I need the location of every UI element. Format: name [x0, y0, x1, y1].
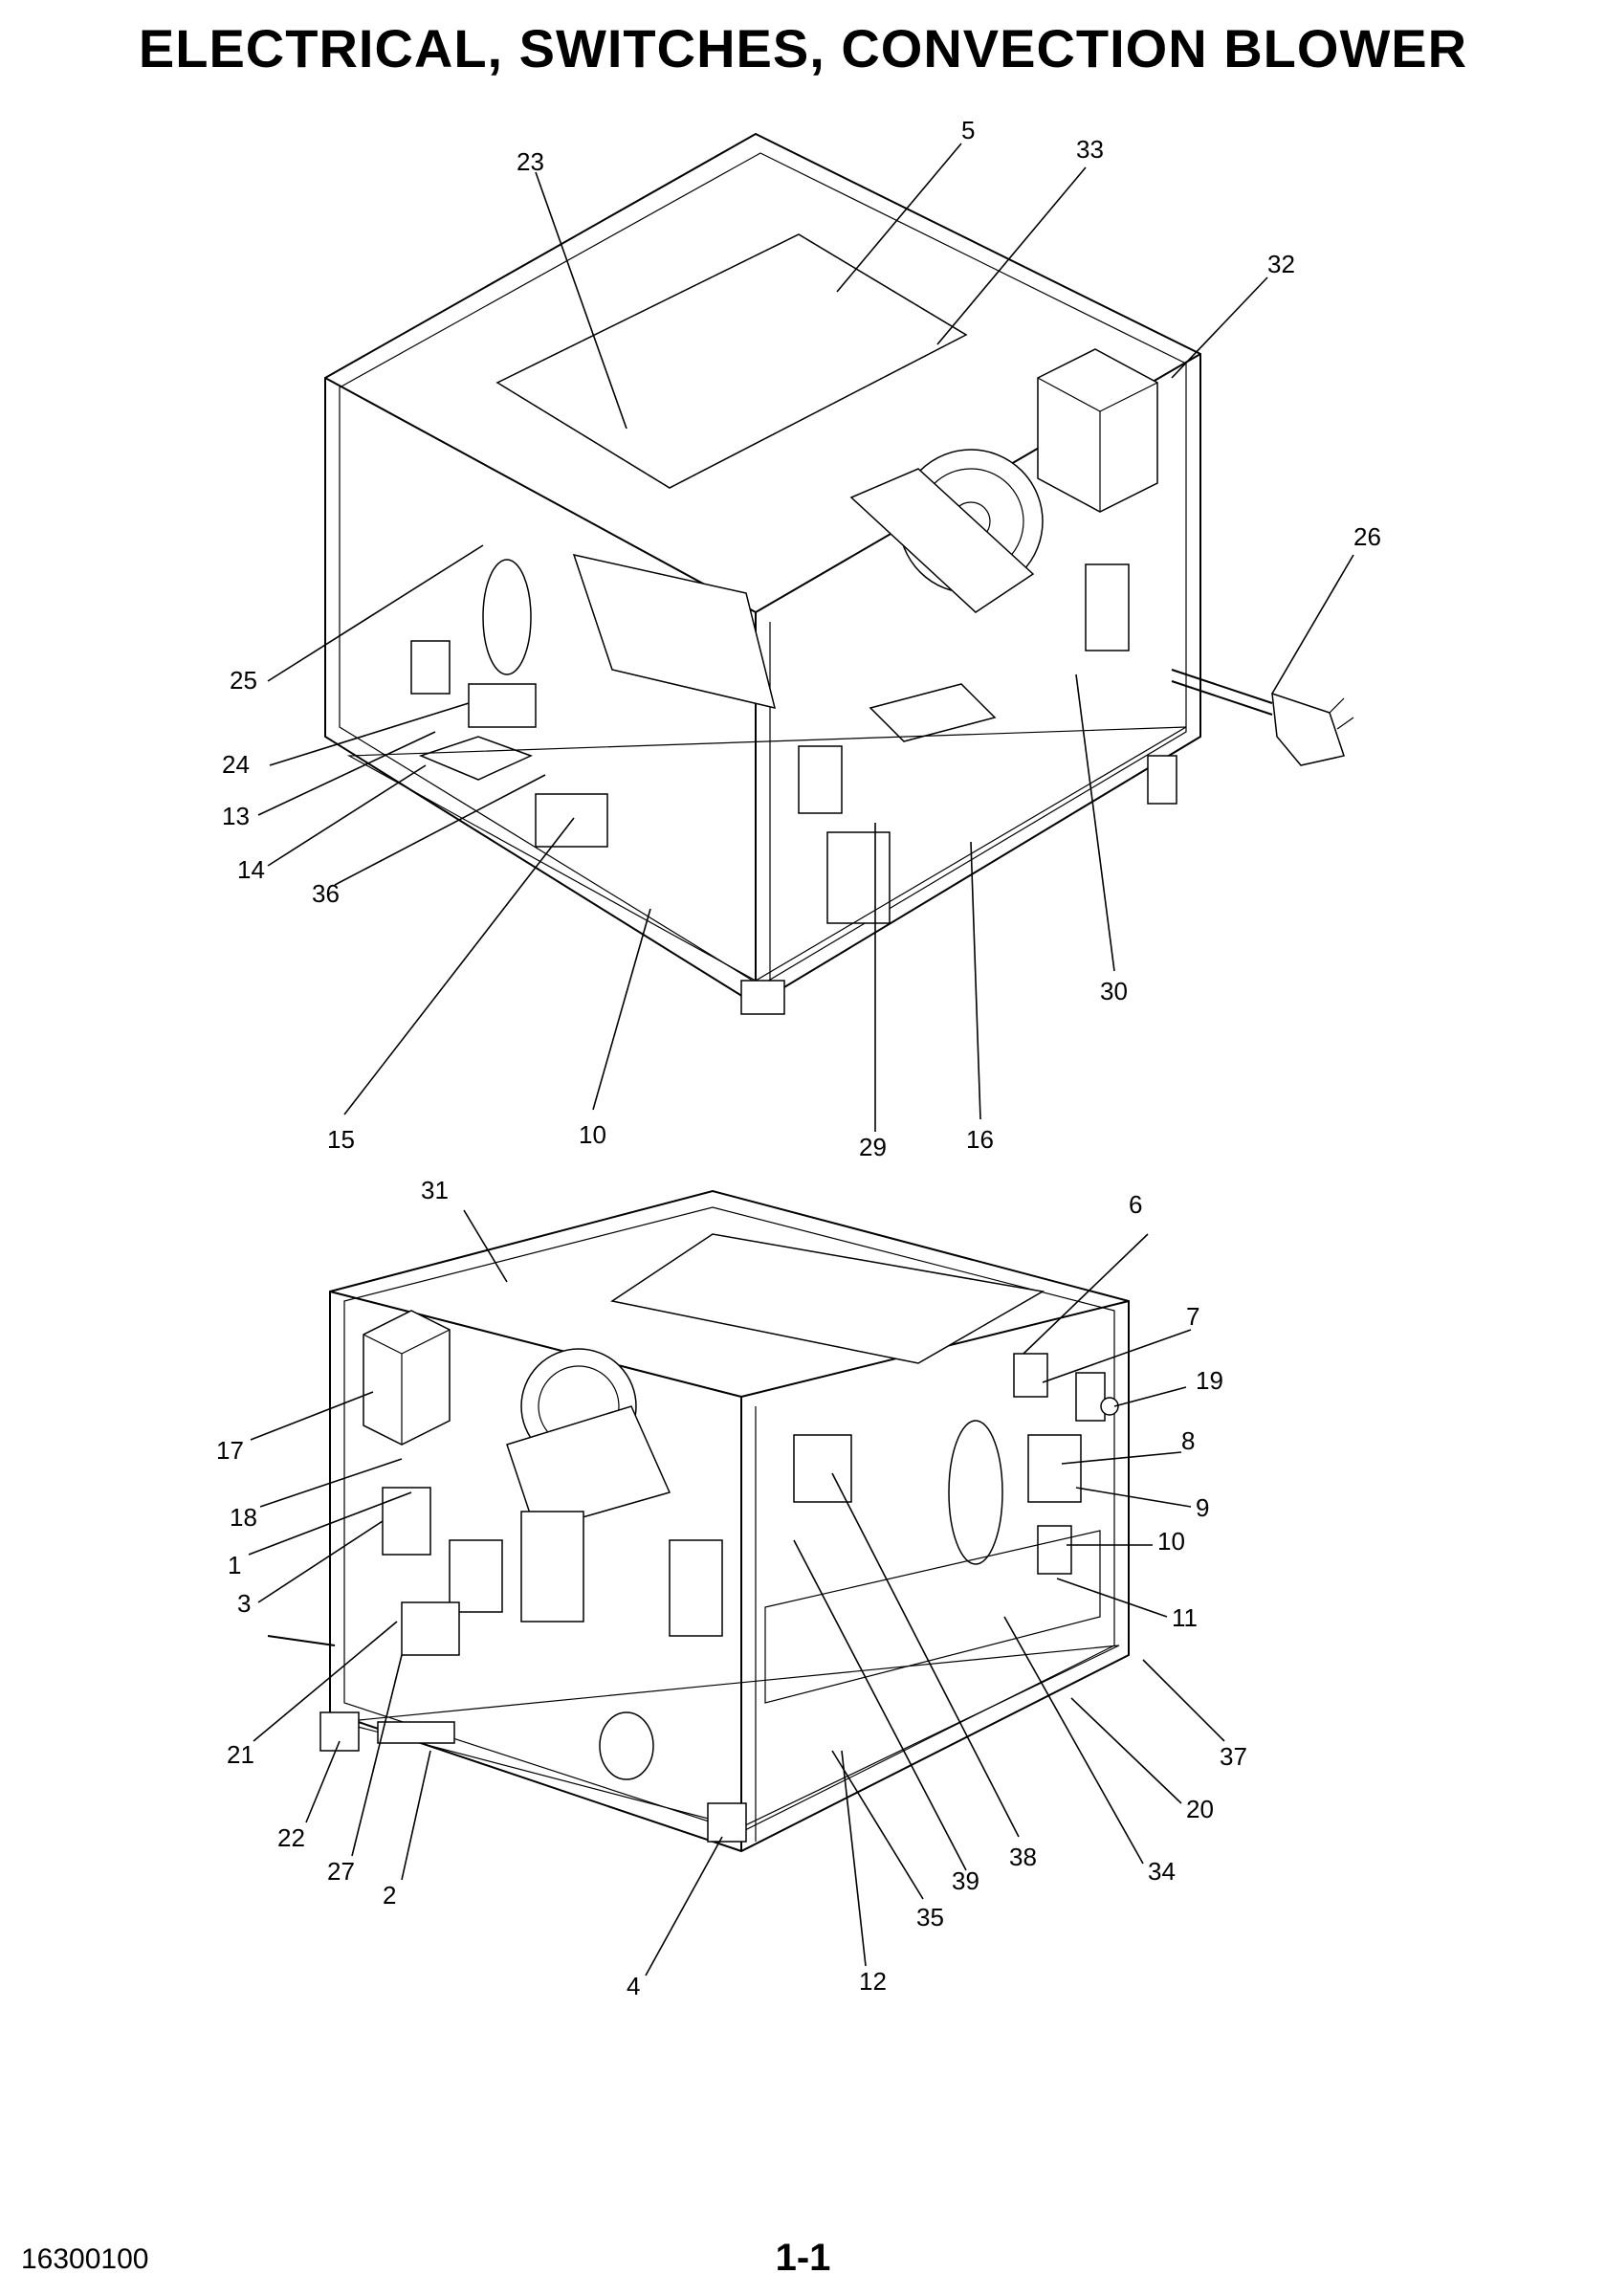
callout-27: 27: [327, 1857, 355, 1886]
callout-3: 3: [237, 1589, 251, 1618]
callout-37: 37: [1220, 1742, 1247, 1771]
callout-32: 32: [1267, 250, 1295, 278]
callout-26: 26: [1353, 522, 1381, 551]
callout-12: 12: [859, 1967, 887, 1996]
callout-15: 15: [327, 1125, 355, 1154]
callout-13: 13: [222, 802, 250, 830]
callout-1: 1: [228, 1551, 241, 1579]
callout-5: 5: [961, 116, 975, 144]
top-unit-drawing: [324, 132, 1354, 1015]
callout-25: 25: [230, 666, 257, 695]
bottom-leaders: [248, 1209, 1225, 1976]
callout-30: 30: [1100, 977, 1128, 1005]
callout-29: 29: [859, 1133, 887, 1161]
callout-31: 31: [421, 1176, 449, 1204]
callout-10b: 10: [1157, 1527, 1185, 1556]
callout-18: 18: [230, 1503, 257, 1532]
callout-14: 14: [237, 855, 265, 884]
document-number: 16300100: [21, 2243, 149, 2275]
page-title: ELECTRICAL, SWITCHES, CONVECTION BLOWER: [138, 18, 1468, 78]
callout-22: 22: [277, 1823, 305, 1852]
page-number: 1-1: [775, 2237, 831, 2279]
bottom-callouts: 31 6 7 19 8 9 10 11 37 20 34 38 39 35 12…: [216, 1176, 1247, 2000]
callout-24: 24: [222, 750, 250, 779]
callout-11: 11: [1172, 1603, 1198, 1632]
callout-38: 38: [1009, 1843, 1037, 1871]
callout-9: 9: [1196, 1493, 1209, 1522]
callout-33: 33: [1076, 135, 1104, 164]
bottom-unit-drawing: [267, 1189, 1130, 1853]
callout-4: 4: [627, 1972, 640, 2000]
callout-21: 21: [227, 1740, 254, 1769]
callout-35: 35: [916, 1903, 944, 1932]
callout-16: 16: [966, 1125, 994, 1154]
callout-6: 6: [1129, 1190, 1142, 1219]
top-callouts: 23 5 33 32 26 25 24 13 14 36 15 10 29 16…: [222, 116, 1381, 1161]
callout-20: 20: [1186, 1795, 1214, 1823]
callout-2: 2: [383, 1881, 396, 1910]
callout-19: 19: [1196, 1366, 1223, 1395]
callout-10: 10: [579, 1120, 606, 1149]
callout-8: 8: [1181, 1426, 1195, 1455]
callout-36: 36: [312, 879, 340, 908]
callout-17: 17: [216, 1436, 244, 1465]
top-leaders: [257, 143, 1354, 1132]
callout-23: 23: [517, 147, 544, 176]
callout-7: 7: [1186, 1302, 1199, 1331]
callout-39: 39: [952, 1866, 979, 1895]
callout-34: 34: [1148, 1857, 1176, 1886]
